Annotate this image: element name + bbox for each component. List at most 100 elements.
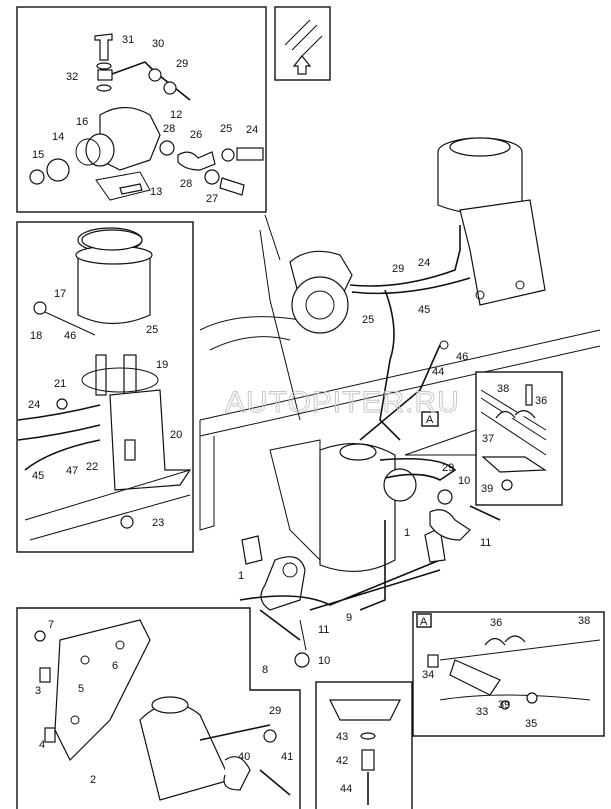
part-label: 31 [122,34,134,46]
part-label: 11 [480,537,491,549]
washer-28b [204,169,220,185]
washer [96,84,112,92]
engine-outline [259,214,301,421]
part-label: 3 [35,685,41,697]
nut-15 [29,169,45,185]
tie-rod-end [429,509,471,541]
bolt-27 [219,177,245,196]
bolt-hole [475,290,485,300]
part-label: 5 [78,683,84,695]
gear-bottom [329,699,401,721]
callout-a-marker [421,411,439,427]
reservoir-bracket [459,199,546,306]
part-label: 20 [170,429,182,441]
mounting-bracket-panel: 7 3 6 5 4 2 29 40 41 [16,607,301,809]
part-label: 30 [152,38,164,50]
rail-lines [439,639,601,701]
fitting-42 [361,749,375,771]
part-label: 25 [362,314,374,326]
nut-39 [500,700,510,710]
outlet-pipe [95,354,107,396]
clamp-25 [221,148,235,162]
part-label: 44 [340,783,352,795]
part-label: 21 [54,378,66,390]
bracket-ring [81,367,159,393]
gear-mount [269,439,321,562]
reservoir-17 [77,255,151,324]
part-label: 37 [482,433,494,445]
pitman-arm-hole [282,562,298,578]
part-label: 24 [418,257,430,269]
reservoir-cap [449,137,511,157]
nut-21 [56,398,68,410]
callout-letter: A [426,414,434,426]
fitting-panel: 43 42 44 [315,681,413,809]
banjo-40 [223,756,251,791]
washer [96,62,112,70]
inset-frame [475,371,563,506]
part-label: 32 [66,71,78,83]
clip-36 [495,410,536,419]
part-label: 44 [432,366,444,378]
part-label: 33 [476,706,488,718]
bolt-4 [44,727,56,743]
part-label: 29 [176,58,188,70]
reservoir-panel: 17 18 46 25 19 21 24 20 47 22 45 23 [16,221,194,553]
inset-frame [412,611,605,737]
part-label: 15 [32,149,44,161]
part-label: 40 [238,751,250,763]
castle-nut-10b [294,652,310,668]
hose-24b [351,277,471,295]
part-label: 46 [64,330,76,342]
pipe-nut [148,68,162,82]
steering-gear-top [339,443,377,461]
callout-leader [404,429,477,456]
gear-top [151,696,189,714]
pump-exploded-panel: 31 30 32 29 12 16 14 28 26 25 24 15 13 2… [16,6,267,213]
mount-plane [95,171,151,201]
washer-28 [159,140,175,156]
part-label: 23 [152,517,164,529]
part-label: 39 [498,699,510,711]
part-label: 36 [490,617,502,629]
part-label: 19 [156,359,168,371]
o-ring [75,138,101,166]
cotter-pin-11 [469,505,501,521]
rail-lines [480,389,547,456]
main-assembly-drawing: A [199,137,601,668]
part-label: 16 [76,116,88,128]
nut-35 [526,692,538,704]
pipe-41 [259,769,291,796]
pulley [291,276,349,334]
clip-36 [484,635,526,646]
part-label: 2 [90,774,96,786]
part-label: 34 [422,669,434,681]
part-label: 38 [578,615,590,627]
pump-housing [99,106,161,171]
part-label: 24 [28,399,40,411]
nut-23 [120,515,134,529]
detail-a-letter: A [420,616,428,628]
frame-rail [199,329,601,531]
orientation-indicator [274,6,331,81]
union-26 [177,151,216,171]
bolt-13 [119,183,143,195]
up-arrow-icon [292,55,312,75]
part-label: 45 [418,304,430,316]
part-label: 13 [150,186,162,198]
bolt-22 [124,439,136,461]
part-label: 12 [170,109,182,121]
part-label: 1 [238,570,244,582]
part-label: 47 [66,465,78,477]
part-label: 7 [48,619,54,631]
part-label: 36 [535,395,547,407]
nut-7 [34,630,46,642]
main-labels: 29 24 25 45 46 44 29 10 1 1 11 9 11 8 10 [238,257,491,676]
part-label: 38 [497,383,509,395]
nut-39 [501,479,513,491]
part-label: 28 [163,123,175,135]
part-label: 25 [146,324,158,336]
part-label: 45 [32,470,44,482]
bolt-3 [39,667,51,683]
